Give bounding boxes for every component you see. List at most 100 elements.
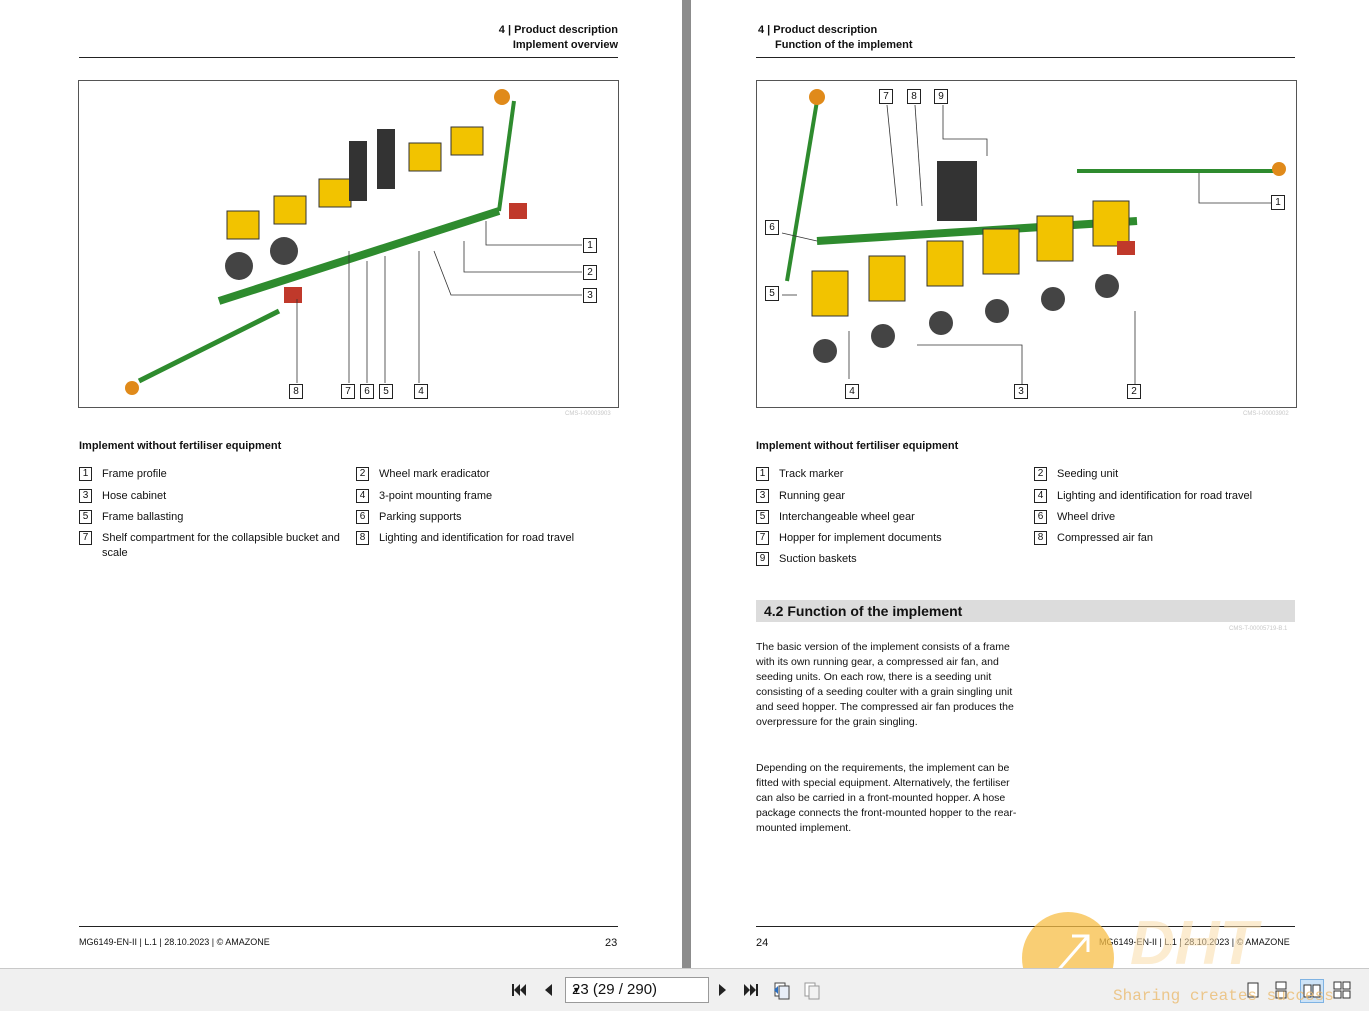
legend-text: Hopper for implement documents (779, 532, 942, 544)
right-footer: MG6149-EN-II | L.1 | 28.10.2023 | © AMAZ… (1099, 937, 1290, 947)
page-number-field[interactable]: 23 (29 / 290) ▼ (565, 977, 709, 1003)
right-figure-id: CMS-I-00003902 (1243, 411, 1289, 417)
right-legend-item: 4 Lighting and identification for road tr… (1034, 489, 1252, 504)
legend-text: Frame profile (102, 468, 167, 480)
section-id: CMS-T-00005719-B.1 (1229, 626, 1288, 632)
page-number-value: 23 (29 / 290) (572, 981, 658, 998)
left-header-rule (79, 57, 618, 58)
next-view-icon[interactable] (801, 979, 823, 1001)
left-header: 4 | Product description Implement overvi… (420, 23, 618, 53)
left-page-number: 23 (605, 937, 618, 949)
right-figure-caption: Implement without fertiliser equipment (756, 440, 959, 452)
left-callout-6: 6 (360, 384, 374, 399)
right-callout-2: 2 (1127, 384, 1141, 399)
continuous-facing-view-icon[interactable] (1331, 979, 1353, 1001)
legend-text: Track marker (779, 468, 844, 480)
left-callout-7: 7 (341, 384, 355, 399)
watermark-slogan: Sharing creates success (1113, 987, 1334, 1005)
left-callout-5: 5 (379, 384, 393, 399)
legend-number: 3 (756, 489, 769, 503)
left-legend-item: 5 Frame ballasting (79, 510, 183, 525)
left-document-page: 4 | Product description Implement overvi… (0, 0, 682, 968)
legend-number: 7 (79, 531, 92, 545)
left-legend-item: 2 Wheel mark eradicator (356, 467, 490, 482)
chevron-down-icon[interactable]: ▼ (572, 985, 581, 995)
left-callout-1: 1 (583, 238, 597, 253)
left-legend-item: 8 Lighting and identification for road tr… (356, 531, 574, 546)
right-header: 4 | Product description Function of the … (758, 23, 913, 53)
left-figure-id: CMS-I-00003903 (565, 411, 611, 417)
right-callout-9: 9 (934, 89, 948, 104)
legend-text: Compressed air fan (1057, 532, 1153, 544)
right-callout-8: 8 (907, 89, 921, 104)
right-figure (756, 80, 1297, 408)
single-page-view-icon[interactable] (1242, 979, 1264, 1001)
left-callout-2: 2 (583, 265, 597, 280)
watermark-brand: DHT (1130, 909, 1258, 978)
right-callout-1: 1 (1271, 195, 1285, 210)
next-page-icon[interactable] (712, 979, 734, 1001)
right-legend-item: 6 Wheel drive (1034, 510, 1115, 525)
facing-view-icon[interactable] (1300, 979, 1324, 1003)
last-page-icon[interactable] (740, 979, 762, 1001)
right-page-number: 24 (756, 937, 769, 949)
left-callout-4: 4 (414, 384, 428, 399)
implement-rear-view-illustration (125, 89, 582, 395)
legend-text: Frame ballasting (102, 511, 184, 523)
previous-page-icon[interactable] (537, 979, 559, 1001)
legend-text: Parking supports (379, 511, 462, 523)
body-paragraph-2: Depending on the requirements, the imple… (756, 762, 1017, 834)
left-callout-8: 8 (289, 384, 303, 399)
right-callout-7: 7 (879, 89, 893, 104)
legend-number: 6 (356, 510, 369, 524)
legend-text: Wheel drive (1057, 511, 1116, 523)
right-legend-item: 1 Track marker (756, 467, 843, 482)
left-header-section: Implement overview (512, 39, 618, 51)
legend-number: 8 (356, 531, 369, 545)
left-figure-caption: Implement without fertiliser equipment (79, 440, 282, 452)
legend-number: 1 (79, 467, 92, 481)
legend-number: 3 (79, 489, 92, 503)
legend-text: 3-point mounting frame (379, 490, 493, 502)
left-figure (78, 80, 619, 408)
legend-number: 6 (1034, 510, 1047, 524)
right-legend-item: 8 Compressed air fan (1034, 531, 1153, 546)
right-header-section: Function of the implement (775, 39, 913, 51)
right-callout-3: 3 (1014, 384, 1028, 399)
page-gutter (682, 0, 691, 968)
legend-number: 2 (356, 467, 369, 481)
legend-number: 4 (1034, 489, 1047, 503)
legend-number: 5 (79, 510, 92, 524)
legend-text: Wheel mark eradicator (379, 468, 490, 480)
left-legend-item: 1 Frame profile (79, 467, 167, 482)
viewer-toolbar: 23 (29 / 290) ▼ (0, 968, 1369, 1011)
right-callout-5: 5 (765, 286, 779, 301)
legend-text: Interchangeable wheel gear (779, 511, 915, 523)
section-heading: 4.2 Function of the implement (756, 600, 1295, 622)
legend-number: 2 (1034, 467, 1047, 481)
legend-text: Seeding unit (1057, 468, 1119, 480)
legend-text: Lighting and identification for road tra… (1057, 490, 1253, 502)
right-document-page: 4 | Product description Function of the … (691, 0, 1369, 968)
continuous-view-icon[interactable] (1270, 979, 1292, 1001)
left-header-chapter: 4 | Product description (498, 24, 618, 36)
legend-number: 8 (1034, 531, 1047, 545)
left-legend-item: 6 Parking supports (356, 510, 462, 525)
first-page-icon[interactable] (508, 979, 530, 1001)
legend-number: 4 (356, 489, 369, 503)
left-legend-item: 4 3-point mounting frame (356, 489, 492, 504)
left-footer: MG6149-EN-II | L.1 | 28.10.2023 | © AMAZ… (79, 937, 270, 947)
right-footer-rule (756, 926, 1295, 927)
legend-text: Lighting and identification for road tra… (379, 532, 575, 544)
previous-view-icon[interactable] (771, 979, 793, 1001)
right-header-chapter: 4 | Product description (758, 24, 878, 36)
legend-number: 7 (756, 531, 769, 545)
body-paragraph-1: The basic version of the implement consi… (756, 641, 1014, 728)
right-callout-4: 4 (845, 384, 859, 399)
implement-front-view-illustration (781, 89, 1286, 385)
legend-number: 1 (756, 467, 769, 481)
